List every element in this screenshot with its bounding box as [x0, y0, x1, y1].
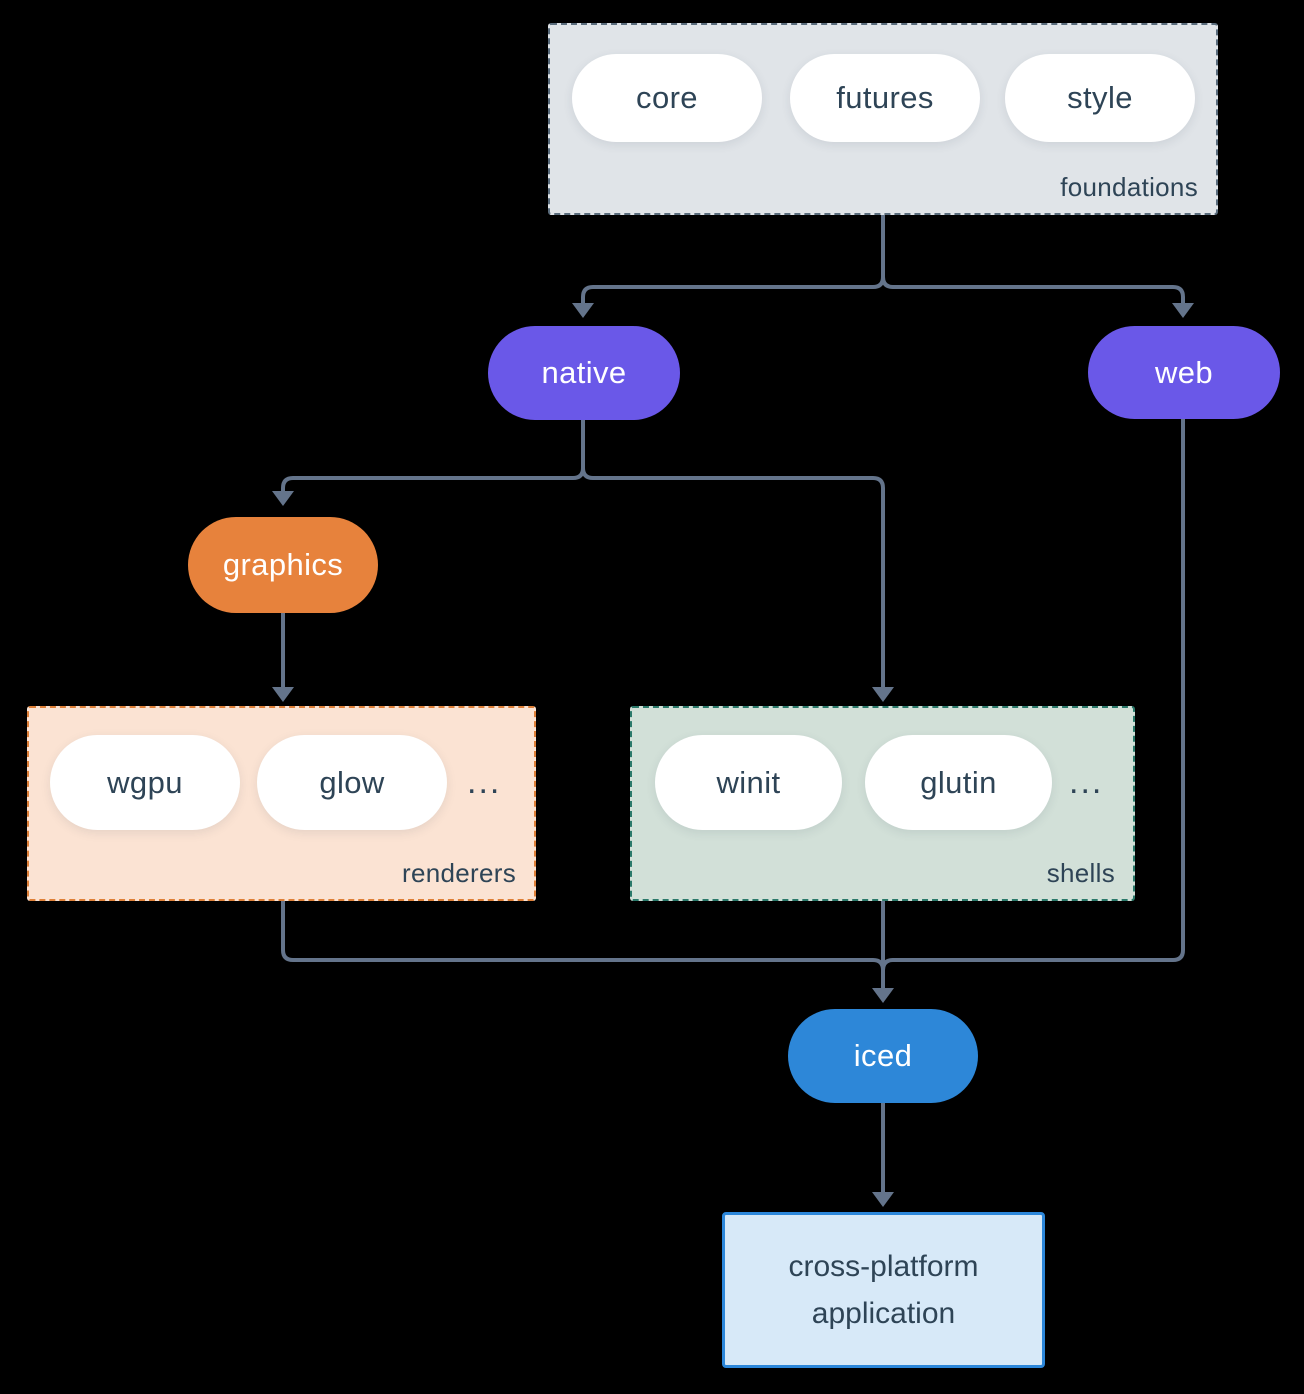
- node-glow: glow: [257, 735, 447, 830]
- node-graphics: graphics: [188, 517, 378, 613]
- node-glutin: glutin: [865, 735, 1052, 830]
- shells-label: shells: [1046, 858, 1115, 888]
- arrowhead-native: [572, 303, 594, 318]
- renderers-label: renderers: [402, 858, 516, 888]
- node-futures: futures: [790, 54, 980, 142]
- node-iced: iced: [788, 1009, 978, 1103]
- edge-native-graphics: [281, 420, 585, 491]
- node-wgpu: wgpu: [50, 735, 240, 830]
- node-style: style: [1005, 54, 1195, 142]
- foundations-label: foundations: [1060, 172, 1198, 202]
- arrowhead-web: [1172, 303, 1194, 318]
- node-winit: winit: [655, 735, 842, 830]
- arrowhead-graphics: [272, 491, 294, 506]
- group-shells: winit glutin ... shells: [630, 706, 1135, 901]
- group-renderers: wgpu glow ... renderers: [27, 706, 536, 901]
- edge-foundations-web: [881, 276, 1185, 303]
- edge-foundations-native: [581, 215, 885, 303]
- arrowhead-application: [872, 1192, 894, 1207]
- arrowhead-renderers: [272, 687, 294, 702]
- node-native: native: [488, 326, 680, 420]
- edge-native-shells: [581, 467, 885, 687]
- shells-ellipsis: ...: [1069, 763, 1104, 801]
- node-core: core: [572, 54, 762, 142]
- node-cross-platform-application: cross-platform application: [722, 1212, 1045, 1368]
- arrowhead-shells: [872, 687, 894, 702]
- edge-renderers-iced: [281, 901, 885, 971]
- group-foundations: core futures style foundations: [548, 23, 1218, 215]
- arrowhead-iced: [872, 988, 894, 1003]
- renderers-ellipsis: ...: [467, 763, 502, 801]
- node-web: web: [1088, 326, 1280, 419]
